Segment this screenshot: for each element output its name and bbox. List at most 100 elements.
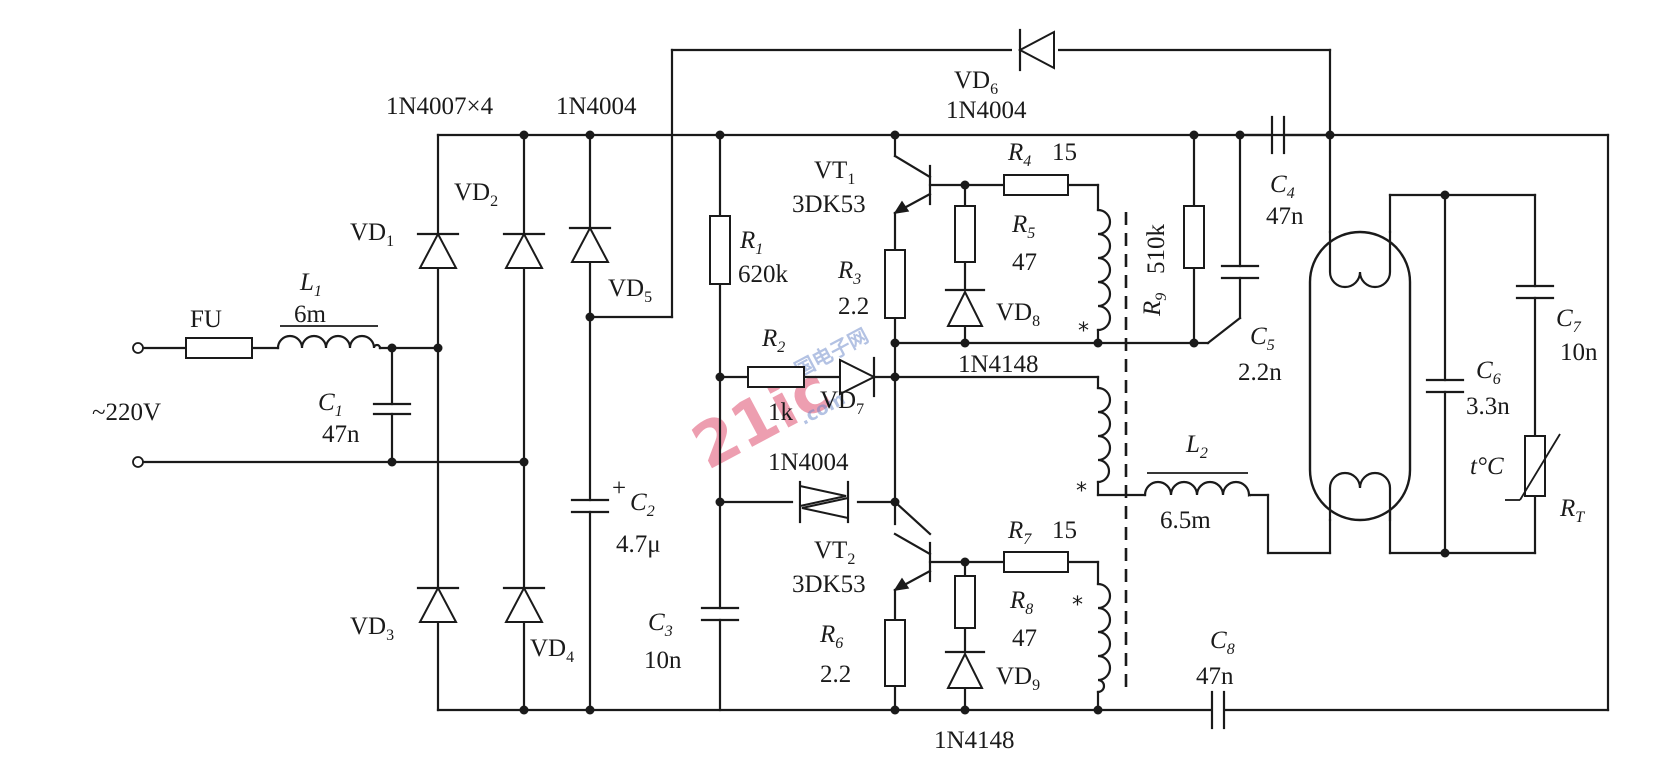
polarity-mark-middle: * xyxy=(1076,479,1087,504)
label-c2: C2 xyxy=(630,489,655,520)
transistor-vt2 xyxy=(893,532,932,592)
fuse xyxy=(185,337,253,359)
diode-vd1 xyxy=(416,231,460,269)
label-vd4: VD4 xyxy=(530,635,574,666)
label-c5: C5 xyxy=(1250,323,1275,354)
label-source: ~220V xyxy=(92,399,161,426)
label-vd6-part: 1N4004 xyxy=(946,97,1027,124)
label-r3: R3 xyxy=(837,257,861,288)
resistor-r9 xyxy=(1183,205,1205,269)
inductor-l2 xyxy=(1143,480,1252,497)
capacitor-c1 xyxy=(372,402,412,416)
transistor-vt1 xyxy=(893,154,932,215)
label-c4-value: 47n xyxy=(1266,203,1304,230)
diode-vd8 xyxy=(944,288,986,327)
diode-vd4 xyxy=(502,585,546,623)
transformer-winding-lower xyxy=(1096,582,1112,694)
junction-dots xyxy=(387,130,1450,715)
label-c8: C8 xyxy=(1210,627,1235,658)
label-c3: C3 xyxy=(648,609,673,640)
label-r7-value: 15 xyxy=(1052,517,1077,544)
resistor-r2 xyxy=(747,366,805,388)
label-vd9-part: 1N4148 xyxy=(934,727,1015,754)
label-c8-value: 47n xyxy=(1196,663,1234,690)
capacitor-c5 xyxy=(1220,264,1260,280)
label-r9: R9 xyxy=(1139,293,1170,317)
label-r6-value: 2.2 xyxy=(820,661,851,688)
transformer-winding-middle xyxy=(1096,386,1112,484)
label-r2: R2 xyxy=(761,325,785,356)
capacitor-c7 xyxy=(1515,284,1555,300)
thermistor-rt xyxy=(1505,433,1561,501)
label-r9-value: 510k xyxy=(1143,224,1170,275)
label-vd5-part: 1N4004 xyxy=(556,93,637,120)
label-fu: FU xyxy=(190,306,222,333)
label-l1: L1 xyxy=(299,269,322,300)
label-r4: R4 xyxy=(1007,139,1031,170)
label-c1: C1 xyxy=(318,389,343,420)
fluorescent-lamp xyxy=(1308,230,1412,522)
label-r8-value: 47 xyxy=(1012,625,1037,652)
label-bridge-part: 1N4007×4 xyxy=(386,93,494,120)
label-rt-temp: t°C xyxy=(1470,453,1504,480)
resistor-r7 xyxy=(1003,551,1069,573)
label-r8: R8 xyxy=(1009,587,1033,618)
label-vt1-part: 3DK53 xyxy=(792,191,866,218)
input-terminal-bottom xyxy=(132,456,144,468)
label-c2-value: 4.7μ xyxy=(616,531,661,558)
label-l1-value: 6m xyxy=(294,301,327,328)
label-c6-value: 3.3n xyxy=(1466,393,1510,420)
transformer-winding-upper xyxy=(1096,208,1112,332)
label-vd7-part: 1N4004 xyxy=(768,449,849,476)
label-vd8-part: 1N4148 xyxy=(958,351,1039,378)
label-c7: C7 xyxy=(1556,305,1582,336)
label-vd5: VD5 xyxy=(608,275,652,306)
resistor-r4 xyxy=(1003,174,1069,196)
label-vd7: VD7 xyxy=(820,387,864,418)
resistor-r6 xyxy=(884,619,906,687)
capacitor-c6 xyxy=(1425,378,1465,394)
label-c6: C6 xyxy=(1476,357,1501,388)
resistor-r8 xyxy=(954,575,976,629)
diode-vd7 xyxy=(839,356,897,398)
label-r2-value: 1k xyxy=(768,399,794,426)
capacitor-c3 xyxy=(700,606,740,622)
input-terminal-top xyxy=(132,342,144,354)
polarity-mark-lower: * xyxy=(1072,593,1083,618)
resistor-r1 xyxy=(709,215,731,285)
label-vd3: VD3 xyxy=(350,613,394,644)
label-vd8: VD8 xyxy=(996,299,1040,330)
label-vd6: VD6 xyxy=(954,67,998,98)
label-r3-value: 2.2 xyxy=(838,293,869,320)
capacitor-c2 xyxy=(570,498,610,514)
label-r1: R1 xyxy=(739,227,763,258)
label-vt1: VT1 xyxy=(814,157,855,188)
label-rt: RT xyxy=(1559,495,1585,526)
label-r4-value: 15 xyxy=(1052,139,1077,166)
label-c5-value: 2.2n xyxy=(1238,359,1282,386)
diode-vd3 xyxy=(416,585,460,623)
label-r1-value: 620k xyxy=(738,261,789,288)
label-c2-polarity: + xyxy=(612,475,626,502)
label-vt2: VT2 xyxy=(814,537,855,568)
label-vt2-part: 3DK53 xyxy=(792,571,866,598)
diode-vd6 xyxy=(1012,28,1058,72)
label-vd2: VD2 xyxy=(454,179,498,210)
diode-vd2 xyxy=(502,231,546,269)
label-c1-value: 47n xyxy=(322,421,360,448)
diode-vd9 xyxy=(944,650,986,689)
label-r6: R6 xyxy=(819,621,843,652)
label-r5: R5 xyxy=(1011,211,1035,242)
label-vd9: VD9 xyxy=(996,663,1040,694)
resistor-r5 xyxy=(954,205,976,263)
label-c3-value: 10n xyxy=(644,647,682,674)
label-c7-value: 10n xyxy=(1560,339,1598,366)
label-l2: L2 xyxy=(1185,431,1208,462)
label-l2-value: 6.5m xyxy=(1160,507,1211,534)
label-c4: C4 xyxy=(1270,171,1295,202)
diode-vd5 xyxy=(568,225,612,263)
label-vd1: VD1 xyxy=(350,219,394,250)
capacitor-c8 xyxy=(1210,690,1226,730)
label-r5-value: 47 xyxy=(1012,249,1037,276)
